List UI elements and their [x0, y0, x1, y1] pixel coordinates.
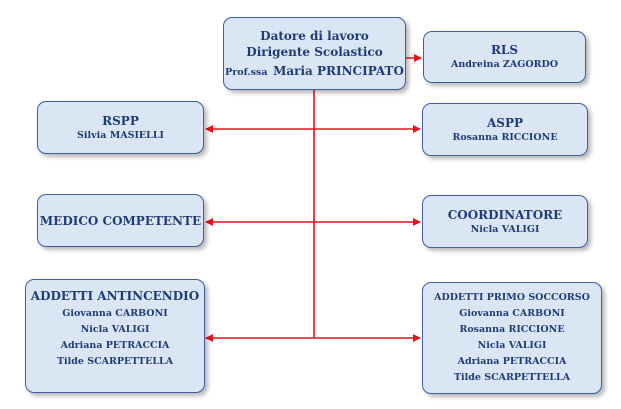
antincendio-member: Tilde SCARPETTELLA — [56, 356, 174, 367]
datore-prefix: Prof.ssa — [225, 66, 268, 78]
primo-soccorso-title: ADDETTI PRIMO SOCCORSO — [434, 292, 590, 303]
datore-name: Maria PRINCIPATO — [273, 63, 404, 78]
medico-title: MEDICO COMPETENTE — [39, 213, 202, 228]
datore-line3: Prof.ssa Maria PRINCIPATO — [225, 60, 404, 80]
aspp-member: Rosanna RICCIONE — [452, 131, 558, 143]
aspp-box: ASPP Rosanna RICCIONE — [422, 103, 588, 156]
antincendio-member: Giovanna CARBONI — [62, 308, 168, 319]
primo-soccorso-member: Tilde SCARPETTELLA — [453, 372, 571, 383]
antincendio-member: Adriana PETRACCIA — [60, 340, 170, 351]
antincendio-member: Nicla VALIGI — [80, 324, 150, 335]
rls-box: RLS Andreina ZAGORDO — [423, 31, 586, 83]
coordinatore-member: Nicla VALIGI — [470, 223, 540, 235]
primo-soccorso-member: Adriana PETRACCIA — [457, 356, 567, 367]
medico-box: MEDICO COMPETENTE — [37, 194, 204, 247]
coordinatore-title: COORDINATORE — [447, 207, 563, 222]
antincendio-title: ADDETTI ANTINCENDIO — [30, 289, 200, 303]
rspp-box: RSPP Silvia MASIELLI — [37, 101, 204, 154]
rspp-title: RSPP — [102, 113, 139, 128]
rls-title: RLS — [490, 43, 519, 57]
datore-box: Datore di lavoro Dirigente Scolastico Pr… — [223, 17, 406, 90]
primo-soccorso-member: Nicla VALIGI — [477, 340, 547, 351]
coordinatore-box: COORDINATORE Nicla VALIGI — [422, 195, 588, 248]
primo-soccorso-box: ADDETTI PRIMO SOCCORSO Giovanna CARBONI … — [422, 282, 602, 394]
primo-soccorso-member: Rosanna RICCIONE — [459, 324, 565, 335]
datore-line2: Dirigente Scolastico — [246, 44, 383, 59]
datore-line1: Datore di lavoro — [260, 28, 369, 43]
primo-soccorso-member: Giovanna CARBONI — [459, 308, 565, 319]
antincendio-box: ADDETTI ANTINCENDIO Giovanna CARBONI Nic… — [25, 279, 205, 393]
aspp-title: ASPP — [486, 115, 524, 130]
rspp-member: Silvia MASIELLI — [77, 129, 164, 141]
rls-member: Andreina ZAGORDO — [450, 59, 559, 70]
